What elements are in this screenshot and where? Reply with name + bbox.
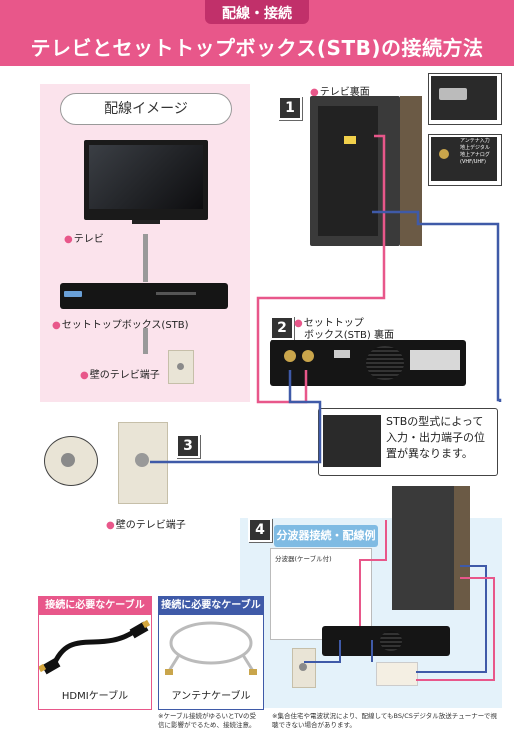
outlet-label: 壁のテレビ端子 xyxy=(80,366,160,381)
antenna-callout-line1: アンテナ入力 xyxy=(460,138,490,144)
tv-back-photo-small xyxy=(392,486,454,610)
tv-stand xyxy=(132,220,160,224)
hdmi-cable-icon xyxy=(39,619,151,675)
tv-back-wood xyxy=(400,96,422,246)
step4-title: 分波器接続・配線例 xyxy=(274,525,378,547)
stb-back-photo xyxy=(270,340,466,386)
outlet-zoom-callout xyxy=(44,436,98,486)
stb-back-small xyxy=(322,626,450,656)
splitter-cable-4 xyxy=(416,577,495,681)
tv-illustration xyxy=(84,140,208,220)
antenna-callout-line4: (VHF/UHF) xyxy=(460,159,486,165)
antenna-port-callout xyxy=(428,134,502,186)
stb-note-line1: STBの型式によって xyxy=(386,415,484,428)
step1-badge: 1 xyxy=(278,96,302,120)
splitter-card: 分波器(ケーブル付) xyxy=(270,548,372,640)
antenna-cable-path-2 xyxy=(150,370,322,464)
antenna-callout-line2: 地上デジタル xyxy=(460,145,490,151)
stb-note-line3: 置が異なります。 xyxy=(386,447,473,460)
step3-badge: 3 xyxy=(176,434,200,458)
wiring-image-title: 配線イメージ xyxy=(60,93,232,125)
wall-outlet-small-2 xyxy=(292,648,316,688)
header-tag: 配線・接続 xyxy=(222,6,292,22)
step4-badge: 4 xyxy=(248,518,272,542)
step2-label-line1: セットトップ xyxy=(294,314,364,329)
stb-note-box xyxy=(318,408,498,476)
antenna-cable-label: アンテナケーブル xyxy=(171,691,251,702)
tv-label: テレビ xyxy=(64,230,104,245)
step2-label-line2: ボックス(STB) 裏面 xyxy=(304,330,394,341)
antenna-cable-box: 接続に必要なケーブル アンテナケーブル xyxy=(158,596,264,710)
stb-label: セットトップボックス(STB) xyxy=(52,316,189,331)
hdmi-cable-label: HDMIケーブル xyxy=(61,691,129,702)
antenna-cable-header: 接続に必要なケーブル xyxy=(159,597,263,615)
page-title: テレビとセットトップボックス(STB)の接続方法 xyxy=(30,36,484,60)
wall-outlet-small xyxy=(168,350,194,384)
antenna-callout-text: アンテナ入力 地上デジタル 地上アナログ (VHF/UHF) xyxy=(460,138,490,166)
footnote-left: ※ケーブル接続がゆるいとTVの受信に影響がでるため、接続注意。 xyxy=(158,712,256,729)
antenna-cable-path-1b xyxy=(470,224,498,370)
antenna-cable-icon xyxy=(165,621,257,675)
stb-illustration xyxy=(60,283,228,309)
step1-label: テレビ裏面 xyxy=(310,83,370,98)
splitter-cable-1 xyxy=(304,640,341,663)
hdmi-cable-path xyxy=(256,134,386,404)
step3-label: 壁のテレビ端子 xyxy=(106,516,186,531)
stb-outlet-cable xyxy=(143,328,148,354)
splitter-device xyxy=(376,662,418,686)
header-tag-background xyxy=(205,0,309,24)
step2-badge: 2 xyxy=(270,316,294,340)
antenna-callout-line3: 地上アナログ xyxy=(460,152,490,158)
stb-note-text: STBの型式によって 入力・出力端子の位 置が異なります。 xyxy=(386,414,496,462)
hdmi-cable-header: 接続に必要なケーブル xyxy=(39,597,151,615)
antenna-cable-path-1 xyxy=(372,210,502,402)
hdmi-port-callout xyxy=(428,73,502,125)
splitter-label: 分波器(ケーブル付) xyxy=(275,555,332,563)
hdmi-cable-box: 接続に必要なケーブル HDMIケーブル xyxy=(38,596,152,710)
splitter-hdmi-cable xyxy=(359,520,387,626)
splitter-cable-3 xyxy=(416,565,487,673)
footnote-right: ※集合住宅や電波状況により、配線してもBS/CSデジタル放送チューナーで視聴でき… xyxy=(272,712,497,729)
stb-note-line2: 入力・出力端子の位 xyxy=(386,431,485,444)
tv-back-photo xyxy=(310,96,400,246)
tv-stb-cable xyxy=(143,234,148,282)
